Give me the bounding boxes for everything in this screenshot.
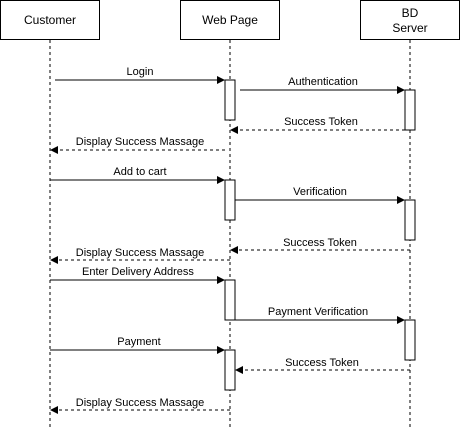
message-payment-verification: Payment Verification — [225, 306, 405, 324]
message-verification: Verification — [235, 186, 405, 204]
enter-delivery-address-label: Enter Delivery Address — [82, 266, 194, 278]
message-login: Login — [55, 66, 225, 84]
bd-server-activation-2 — [404, 199, 416, 241]
web-page-participant: Web Page — [180, 0, 280, 40]
bd-server-box — [360, 0, 460, 40]
payment-verification-label: Payment Verification — [268, 306, 368, 318]
bd-server-activation-1 — [404, 89, 416, 131]
web-page-activation-3 — [224, 279, 236, 321]
customer-box — [0, 0, 100, 40]
web-page-activation-4 — [224, 349, 236, 391]
verification-label: Verification — [293, 186, 347, 198]
payment-label: Payment — [117, 336, 160, 348]
success-token-2-label: Success Token — [283, 237, 357, 249]
message-success-token-1: Success Token — [230, 116, 405, 134]
bd-server-label-line2: Server — [392, 21, 427, 35]
display-success-2-label: Display Success Massage — [76, 247, 204, 259]
message-display-success-2: Display Success Massage — [50, 247, 230, 264]
message-success-token-3: Success Token — [235, 357, 410, 374]
message-authentication: Authentication — [240, 76, 405, 94]
success-token-1-label: Success Token — [284, 116, 358, 128]
message-display-success-1: Display Success Massage — [50, 136, 225, 154]
message-payment: Payment — [50, 336, 225, 354]
message-success-token-2: Success Token — [230, 237, 410, 254]
success-token-3-label: Success Token — [285, 357, 359, 369]
customer-participant: Customer — [0, 0, 100, 40]
customer-label: Customer — [24, 13, 76, 27]
message-display-success-3: Display Success Massage — [50, 397, 230, 414]
login-label: Login — [127, 66, 154, 78]
bd-server-activation-3 — [404, 319, 416, 361]
display-success-3-label: Display Success Massage — [76, 397, 204, 409]
web-page-label: Web Page — [202, 13, 258, 27]
web-page-box — [180, 0, 280, 40]
message-add-to-cart: Add to cart — [50, 166, 225, 184]
bd-server-label-line1: BD — [402, 6, 419, 20]
message-enter-delivery-address: Enter Delivery Address — [50, 266, 225, 284]
authentication-label: Authentication — [288, 76, 358, 88]
web-page-activation-1 — [224, 79, 236, 121]
web-page-activation-2 — [224, 179, 236, 221]
add-to-cart-label: Add to cart — [113, 166, 166, 178]
bd-server-participant: BD Server — [360, 0, 460, 40]
display-success-1-label: Display Success Massage — [76, 136, 204, 148]
